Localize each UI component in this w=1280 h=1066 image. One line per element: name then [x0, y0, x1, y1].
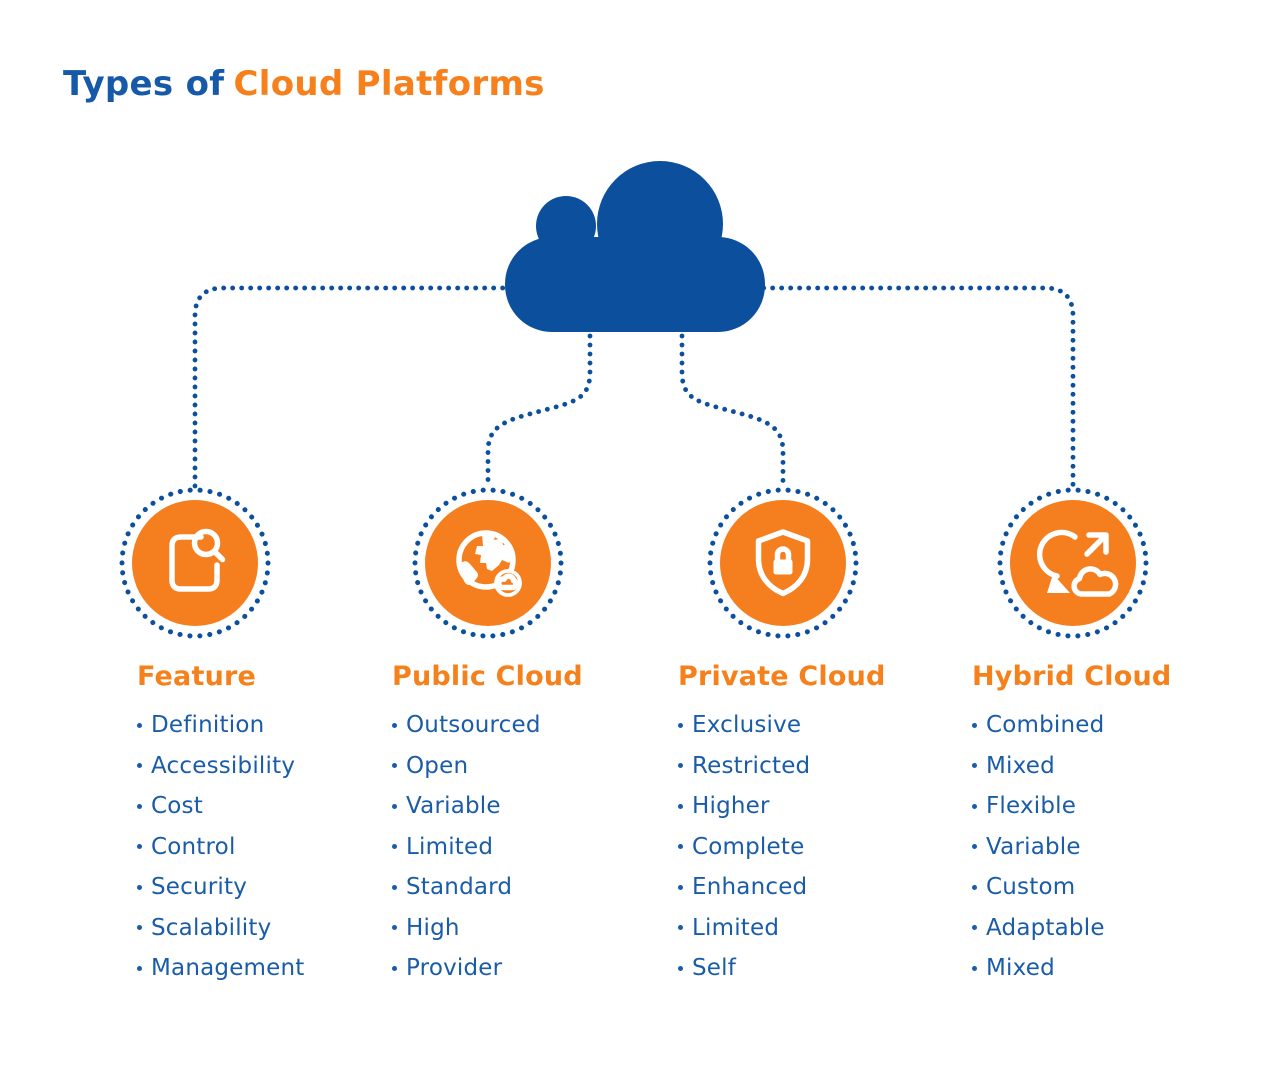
node-hybrid-cloud	[997, 487, 1149, 639]
list-item: Variable	[392, 786, 652, 827]
document-search-icon	[169, 528, 226, 592]
connector-mid-left	[485, 333, 593, 489]
dotted-ring	[412, 487, 564, 639]
hybrid-cloud-list: Combined Mixed Flexible Variable Custom …	[972, 705, 1232, 989]
node-circle	[132, 500, 258, 626]
list-item: Combined	[972, 705, 1232, 746]
list-item: Outsourced	[392, 705, 652, 746]
title-prefix: Types of	[63, 64, 225, 104]
column-private-cloud: Private Cloud Exclusive Restricted Highe…	[678, 661, 938, 989]
public-cloud-list: Outsourced Open Variable Limited Standar…	[392, 705, 652, 989]
column-heading: Public Cloud	[392, 661, 583, 692]
list-item: Cost	[137, 786, 397, 827]
dotted-ring	[119, 487, 271, 639]
list-item: Management	[137, 948, 397, 989]
list-item: Restricted	[678, 746, 938, 787]
shield-lock-icon	[755, 529, 811, 597]
connector-lines	[192, 285, 1076, 489]
column-hybrid-cloud: Hybrid Cloud Combined Mixed Flexible Var…	[972, 661, 1232, 989]
node-feature	[119, 487, 271, 639]
column-heading: Private Cloud	[678, 661, 886, 692]
connector-outer	[192, 285, 1076, 489]
list-item: Self	[678, 948, 938, 989]
list-item: Accessibility	[137, 746, 397, 787]
list-item: Complete	[678, 827, 938, 868]
sync-cloud-icon	[1036, 529, 1119, 597]
list-item: Adaptable	[972, 908, 1232, 949]
dotted-ring	[707, 487, 859, 639]
list-item: Limited	[392, 827, 652, 868]
list-item: Control	[137, 827, 397, 868]
list-item: Security	[137, 867, 397, 908]
dotted-ring	[997, 487, 1149, 639]
cloud-icon	[505, 161, 765, 332]
private-cloud-list: Exclusive Restricted Higher Complete Enh…	[678, 705, 938, 989]
list-item: Flexible	[972, 786, 1232, 827]
node-private-cloud	[707, 487, 859, 639]
column-feature: Feature Definition Accessibility Cost Co…	[137, 661, 397, 989]
list-item: Scalability	[137, 908, 397, 949]
feature-list: Definition Accessibility Cost Control Se…	[137, 705, 397, 989]
list-item: Variable	[972, 827, 1232, 868]
list-item: Exclusive	[678, 705, 938, 746]
list-item: Open	[392, 746, 652, 787]
list-item: Provider	[392, 948, 652, 989]
globe-cloud-icon	[456, 530, 522, 597]
connector-mid-right	[679, 333, 786, 489]
list-item: Definition	[137, 705, 397, 746]
title-highlight: Cloud Platforms	[233, 64, 545, 104]
list-item: Higher	[678, 786, 938, 827]
list-item: Mixed	[972, 948, 1232, 989]
column-heading: Hybrid Cloud	[972, 661, 1172, 692]
list-item: Enhanced	[678, 867, 938, 908]
list-item: Mixed	[972, 746, 1232, 787]
list-item: High	[392, 908, 652, 949]
column-public-cloud: Public Cloud Outsourced Open Variable Li…	[392, 661, 652, 989]
column-heading: Feature	[137, 661, 257, 692]
node-public-cloud	[412, 487, 564, 639]
list-item: Standard	[392, 867, 652, 908]
list-item: Custom	[972, 867, 1232, 908]
node-circle	[1010, 500, 1136, 626]
list-item: Limited	[678, 908, 938, 949]
